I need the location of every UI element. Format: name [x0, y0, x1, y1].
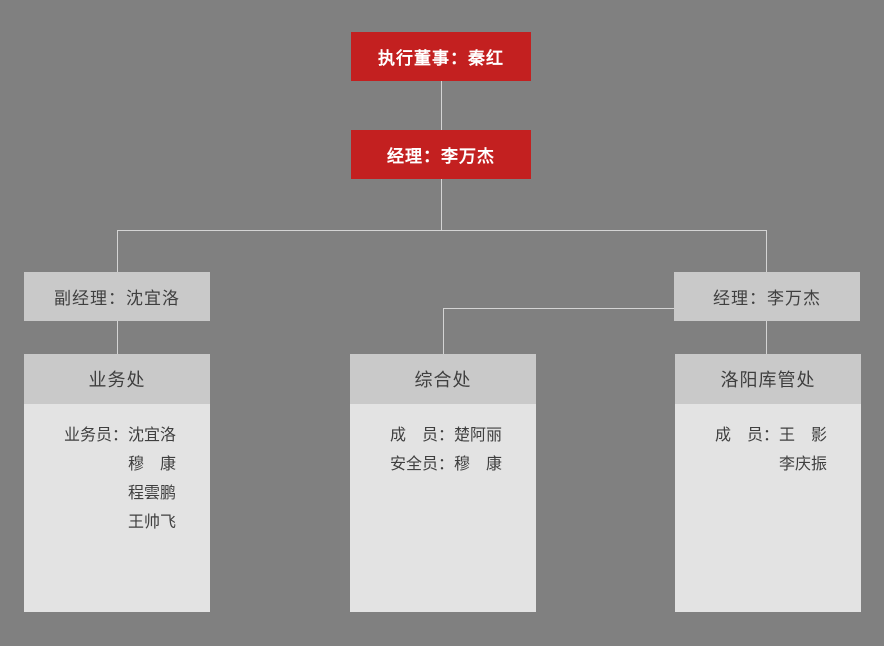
dept-box-general: 综合处 成 员： 楚阿丽 安全员： 穆 康 — [350, 354, 536, 612]
member-name: 楚阿丽 — [454, 427, 503, 444]
member-row: 李庆振 — [715, 450, 861, 479]
dept-title: 综合处 — [414, 370, 472, 390]
connector-right-drop — [766, 230, 767, 272]
branch-manager-label: 经理：李万杰 — [713, 289, 821, 308]
node-manager: 经理：李万杰 — [351, 130, 531, 179]
connector-deputy-to-business — [117, 321, 118, 354]
dept-title: 业务处 — [88, 370, 146, 390]
connector-branch-to-general-horizontal — [443, 308, 674, 309]
member-row: 成 员： 楚阿丽 — [390, 421, 536, 450]
member-label: 成 员： — [715, 427, 780, 444]
dept-header-general: 综合处 — [350, 354, 536, 404]
dept-body-business: 业务员： 沈宜洛 穆 康 程雲鹏 王帅飞 — [24, 404, 210, 612]
member-row: 安全员： 穆 康 — [390, 450, 536, 479]
dept-title: 洛阳库管处 — [720, 370, 816, 390]
member-name: 穆 康 — [128, 456, 177, 473]
member-label — [64, 508, 128, 537]
connector-left-drop — [117, 230, 118, 272]
member-name: 沈宜洛 — [128, 427, 177, 444]
member-row: 程雲鹏 — [64, 479, 210, 508]
connector-general-drop — [443, 308, 444, 354]
dept-body-general: 成 员： 楚阿丽 安全员： 穆 康 — [350, 404, 536, 612]
member-row: 穆 康 — [64, 450, 210, 479]
member-label — [64, 479, 128, 508]
member-label — [715, 450, 779, 479]
connector-manager-down — [441, 179, 442, 230]
connector-main-horizontal — [117, 230, 767, 231]
dept-box-business: 业务处 业务员： 沈宜洛 穆 康 程雲鹏 王帅飞 — [24, 354, 210, 612]
member-row: 成 员： 王 影 — [715, 421, 861, 450]
node-executive-director: 执行董事：秦红 — [351, 32, 531, 81]
manager-label: 经理：李万杰 — [387, 147, 495, 166]
dept-header-luoyang-warehouse: 洛阳库管处 — [675, 354, 861, 404]
node-branch-manager: 经理：李万杰 — [674, 272, 860, 321]
dept-body-luoyang-warehouse: 成 员： 王 影 李庆振 — [675, 404, 861, 612]
member-name: 穆 康 — [454, 456, 503, 473]
member-row: 王帅飞 — [64, 508, 210, 537]
dept-box-luoyang-warehouse: 洛阳库管处 成 员： 王 影 李庆振 — [675, 354, 861, 612]
member-label: 业务员： — [64, 427, 129, 444]
member-name: 李庆振 — [779, 456, 828, 473]
connector-branch-to-warehouse — [766, 321, 767, 354]
member-name: 王帅飞 — [128, 514, 177, 531]
member-name: 王 影 — [779, 427, 828, 444]
node-deputy-manager: 副经理：沈宜洛 — [24, 272, 210, 321]
member-row: 业务员： 沈宜洛 — [64, 421, 210, 450]
member-label — [64, 450, 128, 479]
connector-executive-to-manager — [441, 81, 442, 130]
member-label: 安全员： — [390, 456, 455, 473]
member-name: 程雲鹏 — [128, 485, 177, 502]
executive-director-label: 执行董事：秦红 — [378, 49, 504, 68]
deputy-manager-label: 副经理：沈宜洛 — [54, 289, 180, 308]
dept-header-business: 业务处 — [24, 354, 210, 404]
member-label: 成 员： — [390, 427, 455, 444]
